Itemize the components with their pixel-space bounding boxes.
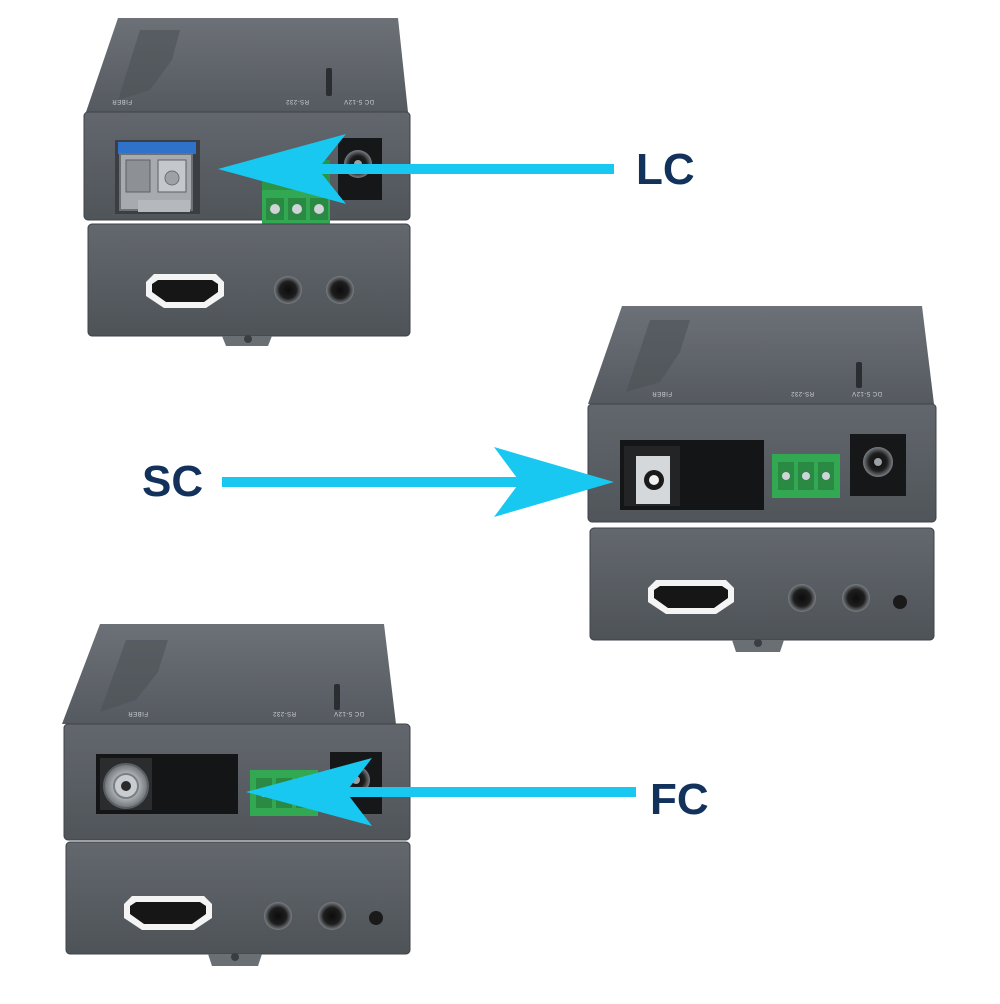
fc-label: FC [650,775,709,824]
lc-port [115,140,200,214]
fc-port [96,754,238,814]
svg-text:FIBER: FIBER [128,710,148,716]
svg-text:RS-232: RS-232 [272,710,296,716]
lc-label: LC [636,145,695,194]
lc-arrow [218,134,614,204]
fc-arrow [246,758,636,826]
svg-text:RS-232: RS-232 [790,390,814,396]
svg-text:RS-232: RS-232 [285,98,309,104]
svg-text:DC 5-12V: DC 5-12V [852,390,882,396]
sc-arrow [222,447,614,517]
svg-text:FIBER: FIBER [652,390,672,396]
svg-text:DC 5-12V: DC 5-12V [334,710,364,716]
device-lc: FIBER RS-232 DC 5-12V [83,18,411,346]
sc-label: SC [142,457,204,506]
sc-port [620,440,764,510]
svg-text:DC 5-12V: DC 5-12V [344,98,374,104]
svg-text:FIBER: FIBER [112,98,132,104]
device-sc: FIBER RS-232 DC 5-12V [587,306,937,652]
rs232-terminal [772,454,840,498]
